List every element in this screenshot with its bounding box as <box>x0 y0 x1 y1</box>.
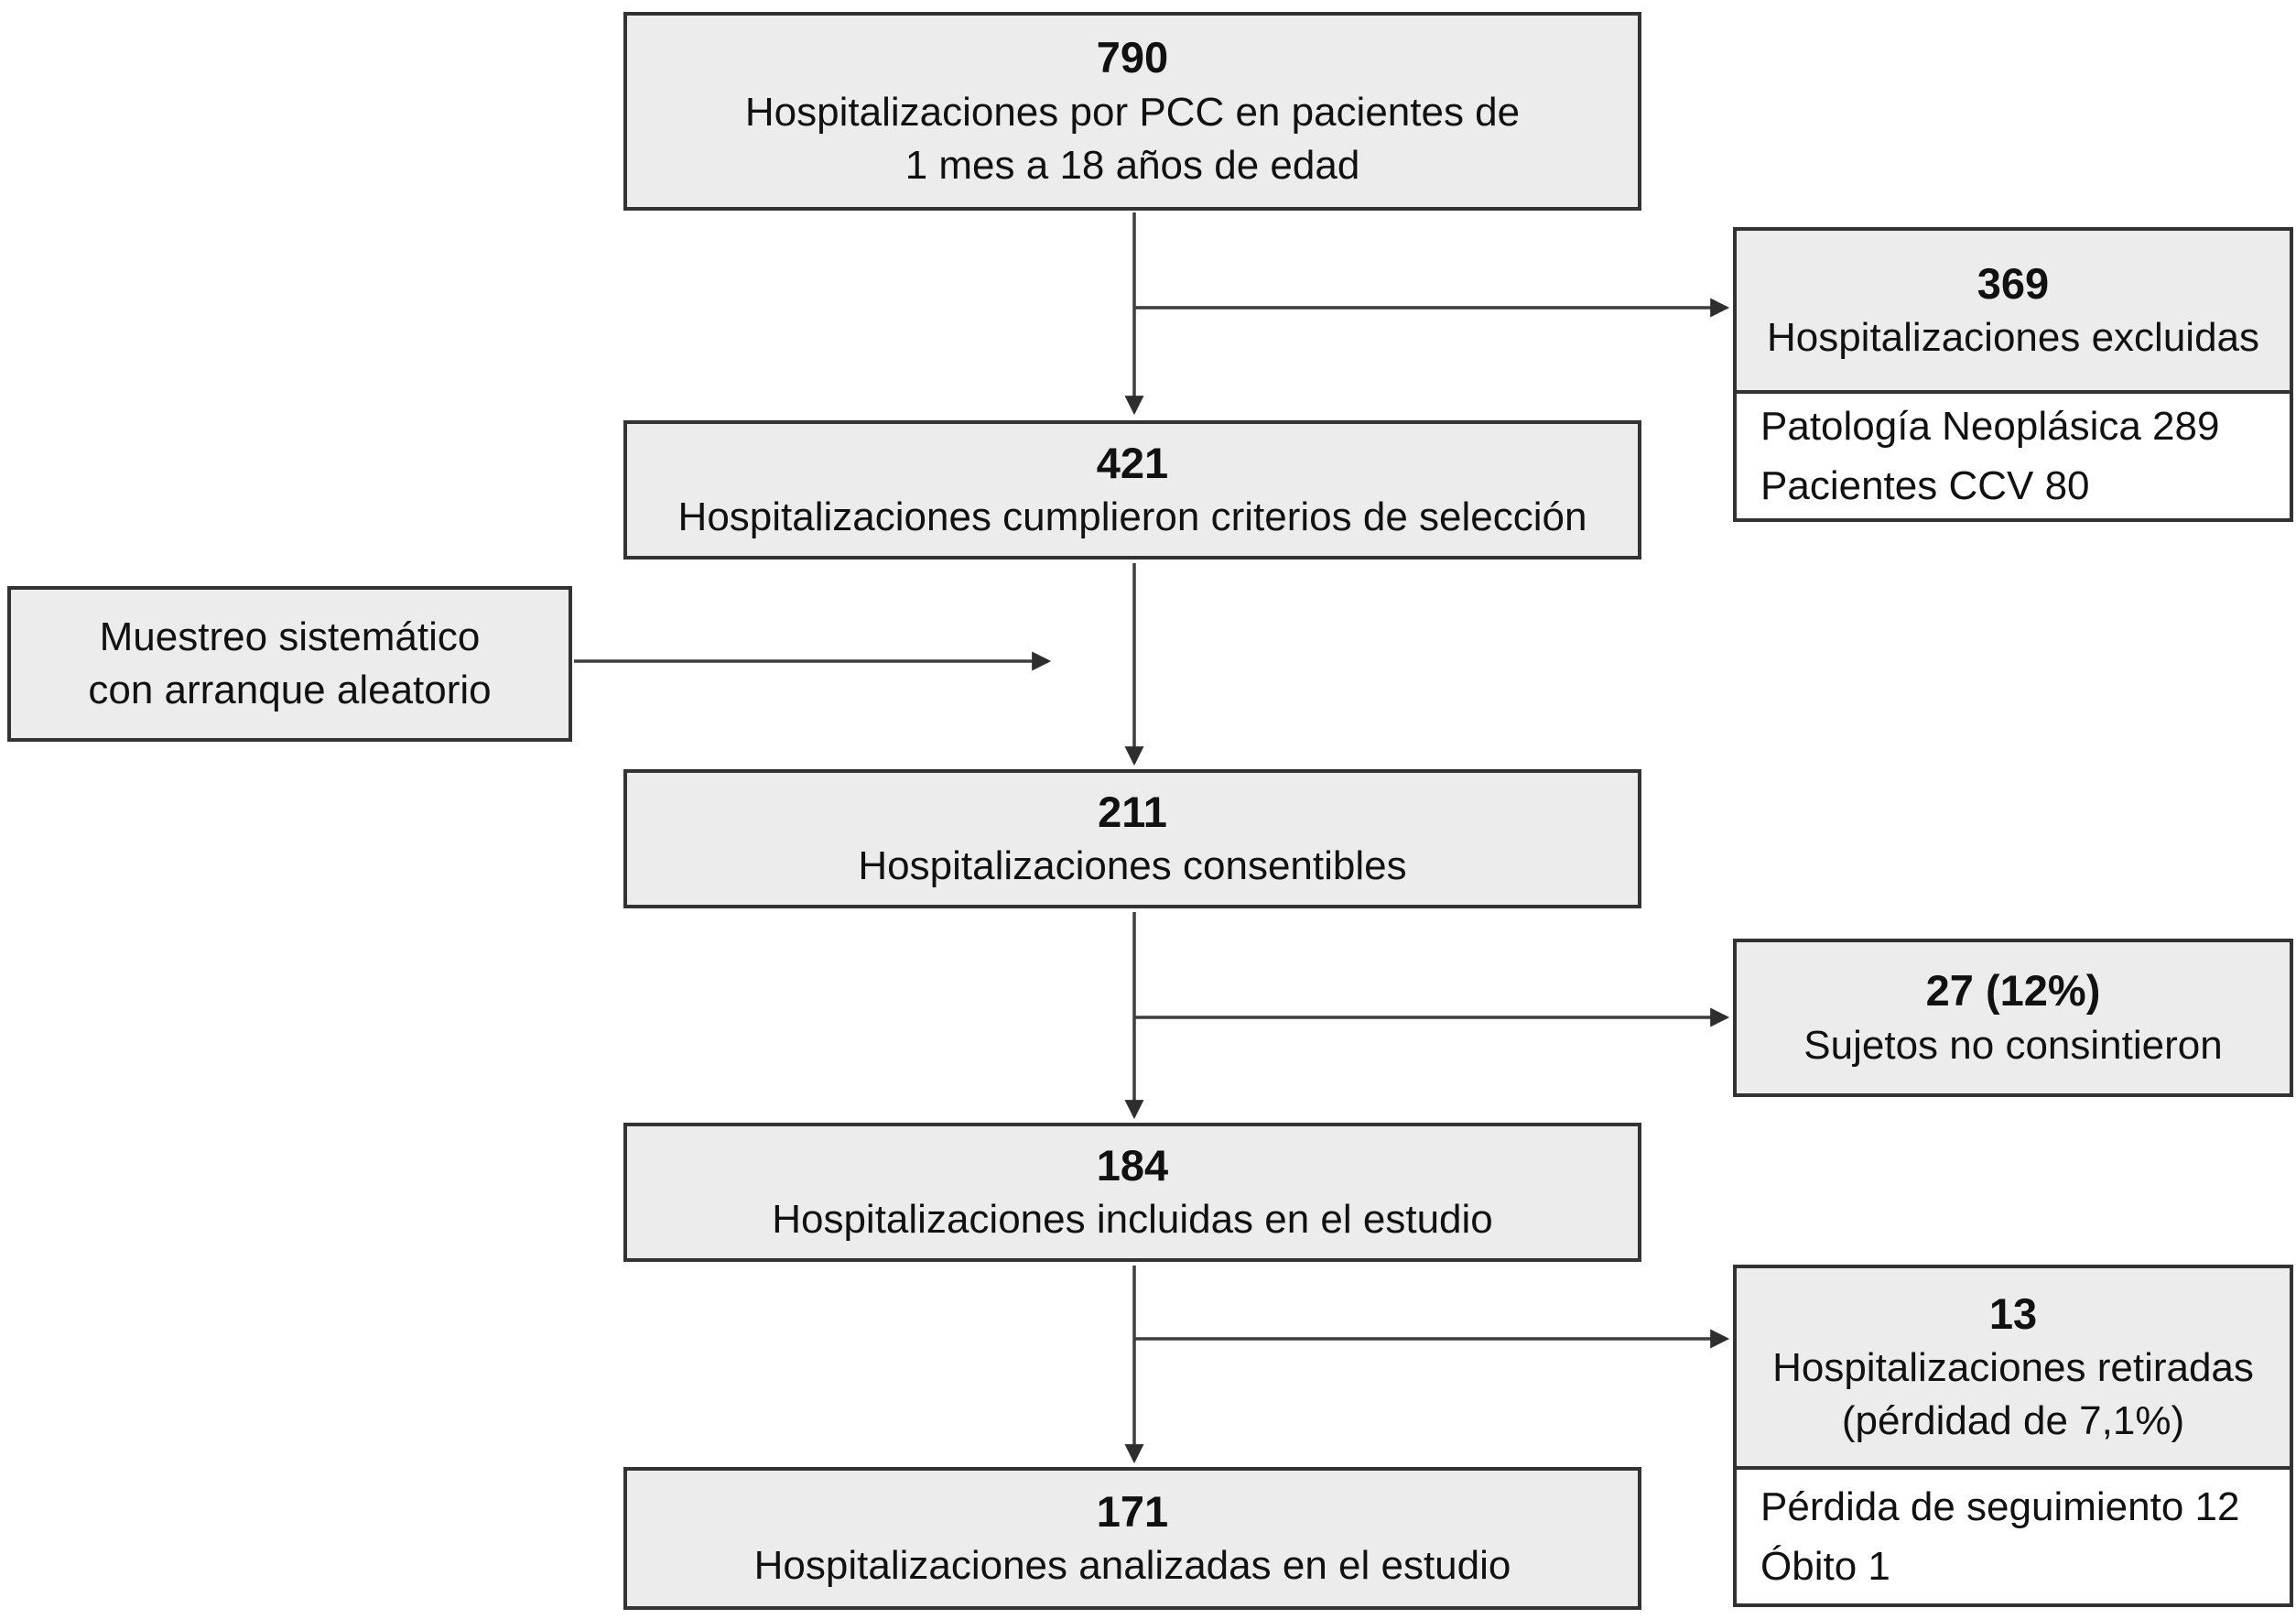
withdrawn-details: Pérdida de seguimiento 12 Óbito 1 <box>1737 1470 2290 1603</box>
box-label: Hospitalizaciones consentibles <box>858 843 1407 889</box>
box-label: Muestreo sistemático con arranque aleato… <box>88 614 492 712</box>
box-details: Patología Neoplásica 289 Pacientes CCV 8… <box>1760 403 2220 508</box>
box-number: 211 <box>1098 787 1167 836</box>
box-label: Hospitalizaciones excluidas <box>1766 315 2260 361</box>
box-369-excluded: 369 Hospitalizaciones excluidas Patologí… <box>1733 227 2293 522</box>
box-184-included: 184 Hospitalizaciones incluidas en el es… <box>623 1123 1641 1262</box>
box-label: Hospitalizaciones cumplieron criterios d… <box>677 494 1587 540</box>
withdrawn-summary: 13 Hospitalizaciones retiradas (pérdidad… <box>1737 1268 2290 1470</box>
box-number: 13 <box>1988 1288 2038 1338</box>
box-211-consentable: 211 Hospitalizaciones consentibles <box>623 769 1641 908</box>
box-number: 369 <box>1977 258 2050 308</box>
box-label: Hospitalizaciones por PCC en pacientes d… <box>744 89 1521 188</box>
box-number: 421 <box>1096 438 1169 487</box>
box-sampling-method: Muestreo sistemático con arranque aleato… <box>7 586 572 742</box>
excluded-details: Patología Neoplásica 289 Pacientes CCV 8… <box>1737 394 2290 518</box>
box-number: 27 (12%) <box>1925 966 2101 1016</box>
box-label: Hospitalizaciones retiradas (pérdidad de… <box>1772 1345 2254 1444</box>
box-790-source: 790 Hospitalizaciones por PCC en pacient… <box>623 12 1641 211</box>
box-27-no-consent: 27 (12%) Sujetos no consintieron <box>1733 939 2293 1097</box>
box-number: 184 <box>1096 1140 1169 1190</box>
box-label: Sujetos no consintieron <box>1803 1022 2223 1068</box>
box-label: Hospitalizaciones incluidas en el estudi… <box>772 1197 1493 1243</box>
box-171-analyzed: 171 Hospitalizaciones analizadas en el e… <box>623 1467 1641 1610</box>
box-label: Hospitalizaciones analizadas en el estud… <box>753 1543 1511 1589</box>
box-number: 790 <box>1096 33 1169 82</box>
box-421-selected: 421 Hospitalizaciones cumplieron criteri… <box>623 420 1641 560</box>
box-number: 171 <box>1096 1486 1169 1536</box>
box-details: Pérdida de seguimiento 12 Óbito 1 <box>1760 1483 2240 1589</box>
box-13-withdrawn: 13 Hospitalizaciones retiradas (pérdidad… <box>1733 1265 2293 1607</box>
excluded-summary: 369 Hospitalizaciones excluidas <box>1737 231 2290 394</box>
